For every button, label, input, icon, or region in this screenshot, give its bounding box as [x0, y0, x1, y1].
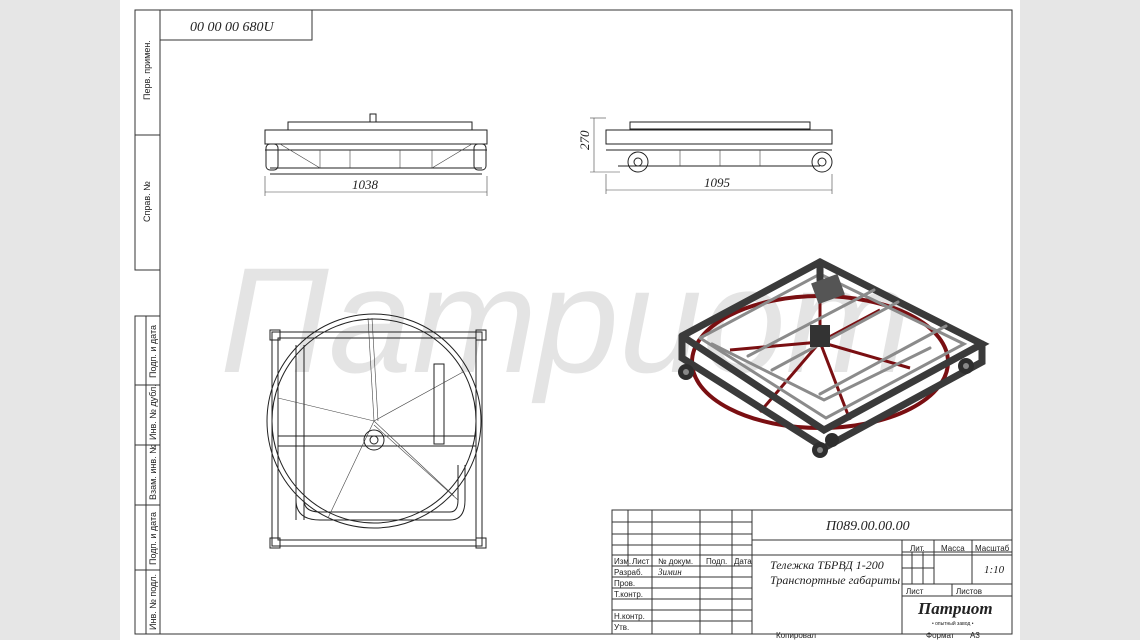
dim-front-width: 1038 [352, 177, 379, 192]
row-prov: Пров. [614, 579, 635, 588]
logo-text: Патриот [917, 599, 993, 618]
label-inv-podl: Инв. № подл. [148, 574, 158, 630]
product-name-line2: Транспортные габариты [770, 573, 900, 587]
watermark-text: Патриот [220, 236, 911, 404]
col-podp: Подп. [706, 557, 727, 566]
document-code-top: 00 00 00 680U [190, 20, 275, 35]
logo-subtext: • опытный завод • [932, 620, 974, 627]
col-doc: № докум. [658, 557, 693, 566]
label-perv-primen: Перв. примен. [142, 40, 152, 100]
dim-height: 270 [577, 130, 592, 150]
scale-value: 1:10 [984, 564, 1005, 576]
top-view [266, 313, 487, 549]
row-utv: Утв. [614, 623, 629, 632]
label-podp-data-2: Подп. и дата [148, 512, 158, 565]
side-column-upper [134, 9, 161, 271]
drawing-canvas: Патриот 00 00 00 680U Перв. примен. Спра… [134, 9, 1013, 640]
label-list: Лист [906, 587, 924, 596]
label-format: Формат [926, 631, 955, 640]
title-block: П089.00.00.00 Тележка ТБРВД 1-200 Трансп… [611, 509, 1013, 640]
row-nkontr: Н.контр. [614, 612, 645, 621]
handle-clamp [811, 273, 845, 305]
razrab-name: Зимин [658, 567, 682, 577]
col-list: Лист [632, 557, 650, 566]
hub-center [810, 325, 830, 347]
isometric-view [678, 258, 990, 458]
label-inv-dubl: Инв. № дубл. [148, 384, 158, 440]
col-izm: Изм. [614, 557, 631, 566]
dim-side-width: 1095 [704, 175, 731, 190]
side-view: 270 1095 [577, 117, 833, 194]
designation: П089.00.00.00 [825, 519, 910, 534]
label-podp-data-1: Подп. и дата [148, 325, 158, 378]
drawing-sheet: Патриот 00 00 00 680U Перв. примен. Спра… [120, 0, 1020, 640]
label-kopiroval: Копировал [776, 631, 816, 640]
label-massa: Масса [941, 544, 965, 553]
product-name-line1: Тележка ТБРВД 1-200 [770, 558, 884, 572]
side-column-lower [134, 315, 161, 635]
col-data: Дата [734, 557, 752, 566]
label-vzam-inv: Взам. инв. № [148, 444, 158, 500]
front-view: 1038 [264, 113, 488, 196]
label-masshtab: Масштаб [975, 544, 1010, 553]
label-listov: Листов [956, 587, 982, 596]
label-lit: Лит. [910, 544, 925, 553]
label-sprav-no: Справ. № [142, 181, 152, 222]
row-tkontr: Т.контр. [614, 590, 643, 599]
format-value: А3 [970, 631, 980, 640]
row-razrab: Разраб. [614, 568, 643, 577]
